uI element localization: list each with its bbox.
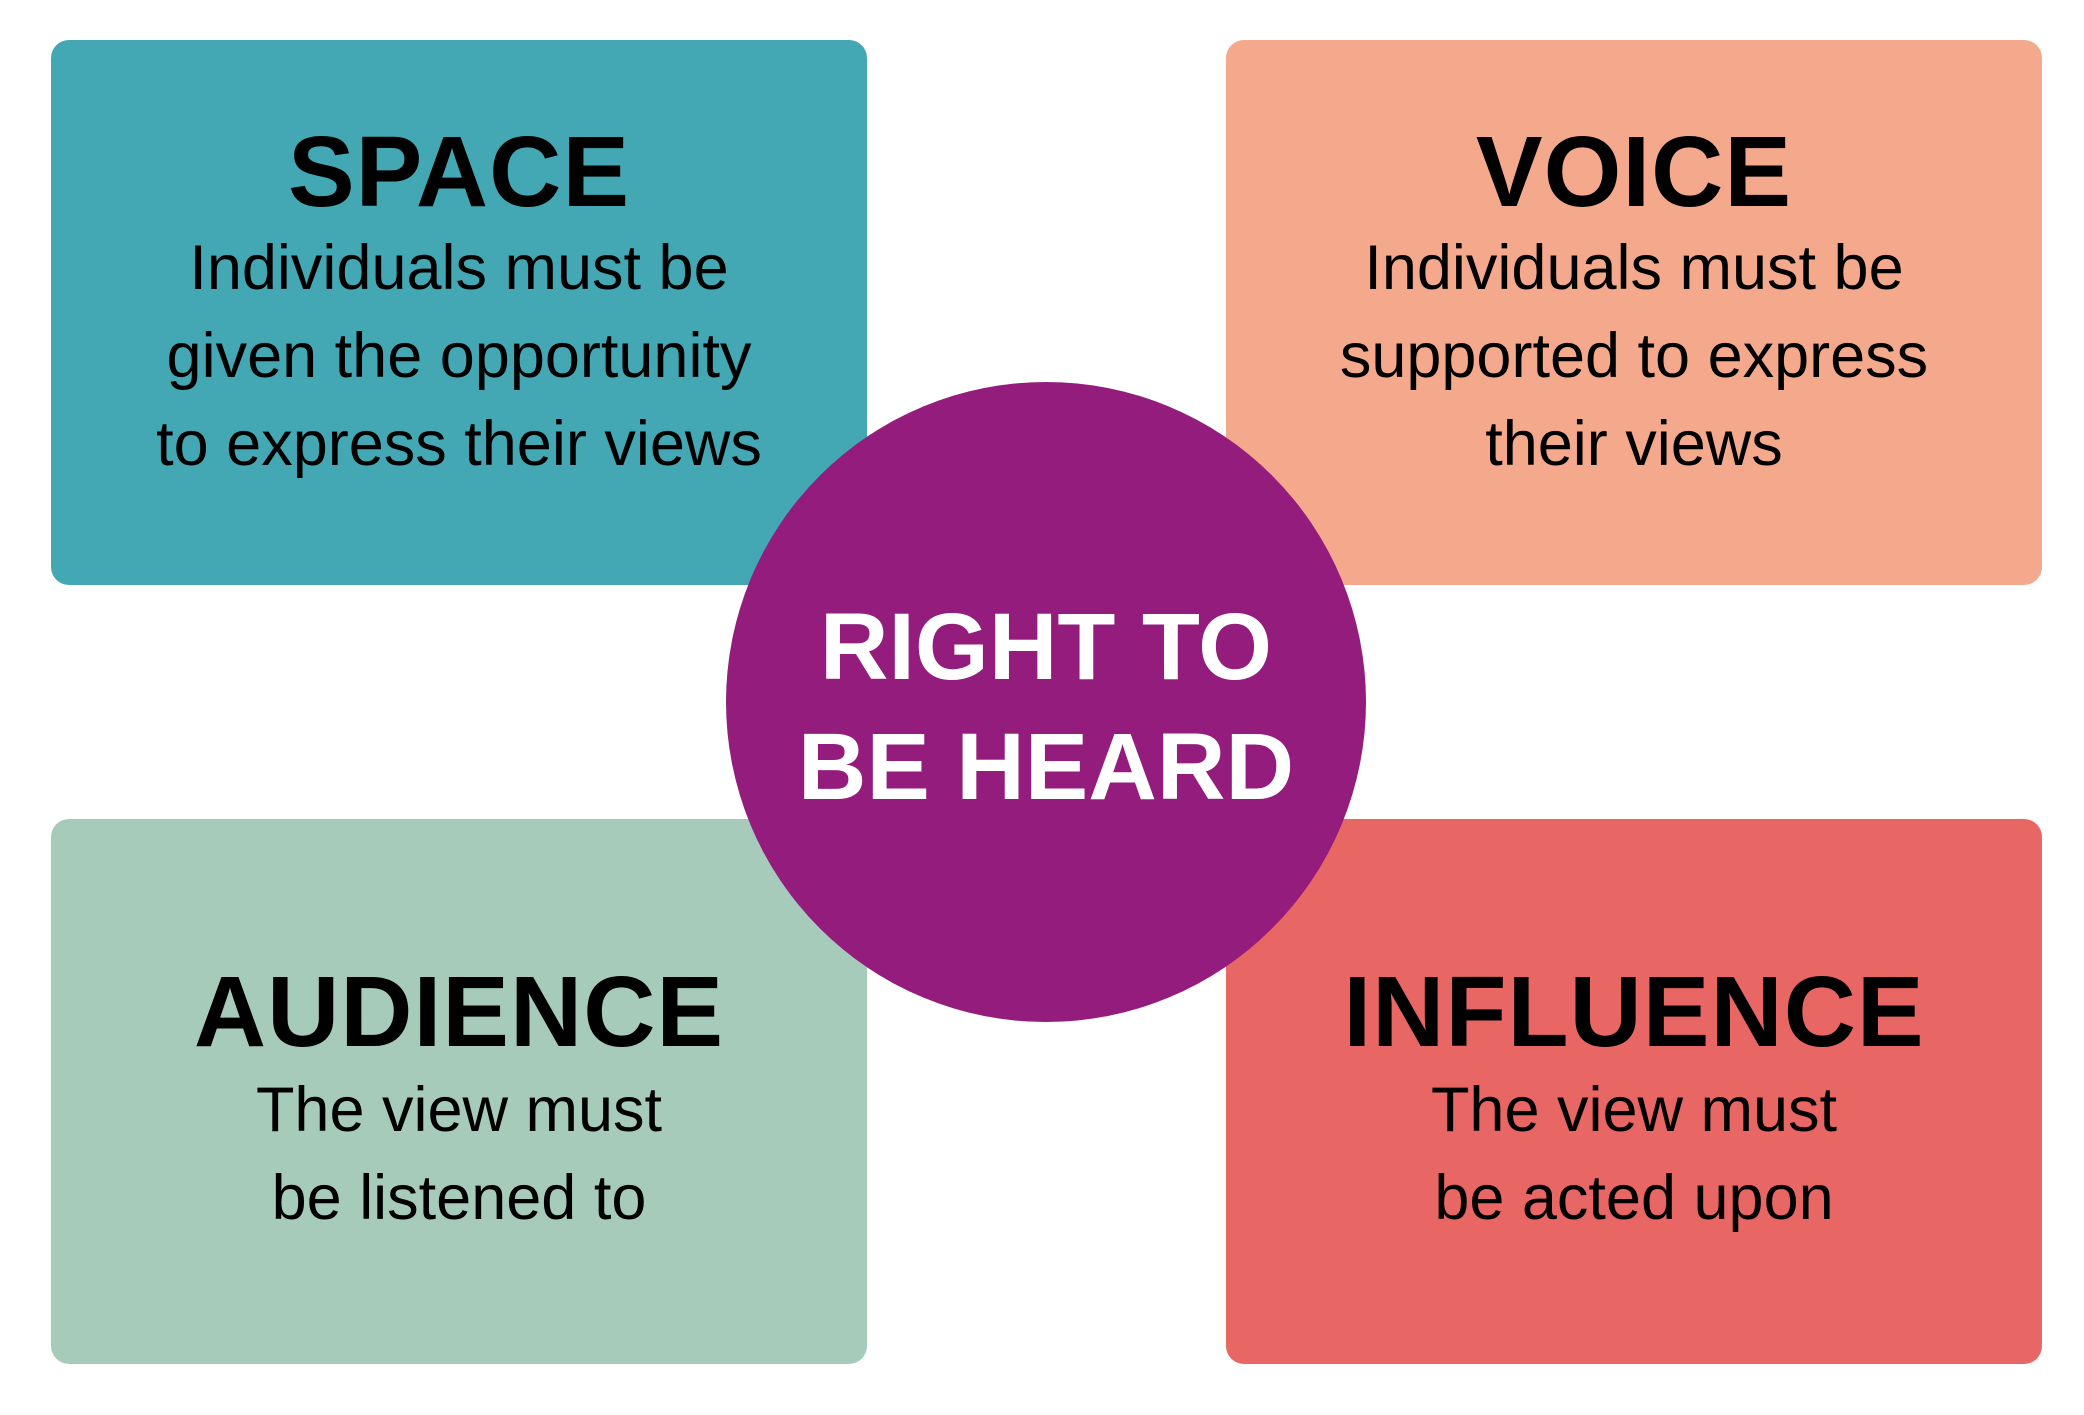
voice-heading: VOICE bbox=[1475, 116, 1793, 228]
audience-heading: AUDIENCE bbox=[193, 956, 725, 1068]
influence-description: The view must be acted upon bbox=[1430, 1075, 1838, 1233]
influence-box: INFLUENCE The view must be acted upon bbox=[1226, 819, 2042, 1364]
influence-heading: INFLUENCE bbox=[1343, 956, 1925, 1068]
center-circle: RIGHT TO BE HEARD bbox=[726, 382, 1366, 1022]
space-box: SPACE Individuals must be given the oppo… bbox=[51, 40, 867, 585]
voice-box: VOICE Individuals must be supported to e… bbox=[1226, 40, 2042, 585]
space-description: Individuals must be given the opportunit… bbox=[156, 233, 762, 479]
center-label: RIGHT TO BE HEARD bbox=[797, 594, 1295, 820]
space-heading: SPACE bbox=[287, 116, 631, 228]
voice-description: Individuals must be supported to express… bbox=[1339, 233, 1929, 479]
audience-description: The view must be listened to bbox=[255, 1075, 663, 1233]
audience-box: AUDIENCE The view must be listened to bbox=[51, 819, 867, 1364]
